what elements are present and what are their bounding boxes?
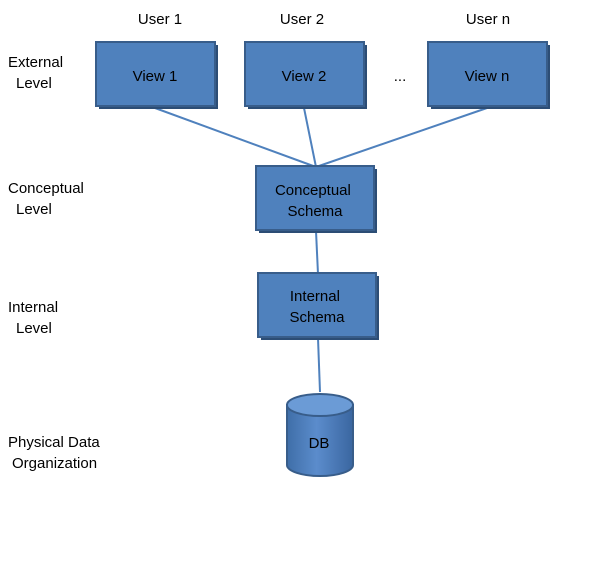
view-label-2: View 2 (282, 68, 327, 85)
connector-view1-conceptual (154, 107, 317, 168)
level-label-external: External Level (8, 54, 67, 92)
internal-schema-box: Internal Schema (257, 272, 379, 340)
user-label-2: User 2 (280, 11, 324, 28)
connectors (154, 107, 488, 393)
view-label-1: View 1 (133, 68, 178, 85)
connector-viewn-conceptual (315, 107, 488, 168)
user-label-n: User n (466, 11, 510, 28)
db-label: DB (309, 435, 330, 452)
connector-internal-db (317, 337, 321, 393)
level-label-physical: Physical Data Organization (8, 434, 104, 472)
connector-conceptual-internal (315, 230, 319, 275)
connector-view2-conceptual (303, 107, 317, 168)
conceptual-schema-label: Conceptual Schema (275, 182, 355, 220)
level-label-conceptual: Conceptual Level (8, 180, 88, 218)
view-box-n: View n (427, 41, 550, 109)
user-label-1: User 1 (138, 11, 182, 28)
internal-schema-label: Internal Schema (289, 288, 345, 326)
view-box-2: View 2 (244, 41, 367, 109)
level-label-internal: Internal Level (8, 299, 62, 337)
database-cylinder-icon: DB (286, 393, 354, 477)
conceptual-schema-box: Conceptual Schema (255, 165, 377, 233)
views-ellipsis: ... (394, 68, 407, 85)
view-box-1: View 1 (95, 41, 218, 109)
view-label-n: View n (465, 68, 510, 85)
